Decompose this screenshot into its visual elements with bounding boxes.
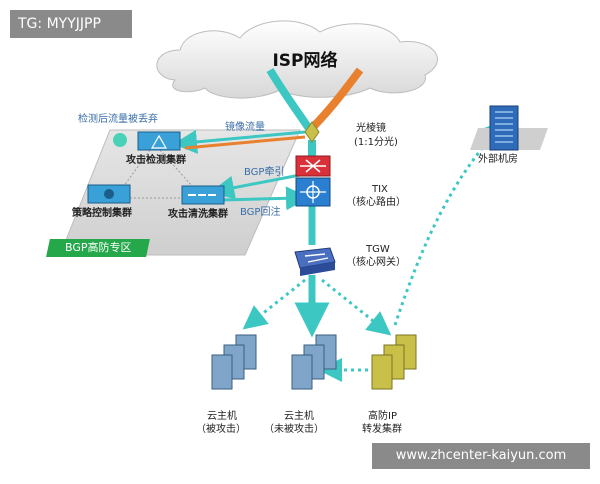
splitter-ratio-label: (1:1分光) xyxy=(354,137,398,148)
host-attacked-label: 云主机 xyxy=(207,411,237,422)
clean-cluster-device xyxy=(181,185,225,205)
bgp-return-arrow xyxy=(221,186,310,211)
mirror-flow-orange xyxy=(184,135,306,150)
ip-forward-label: 高防IP xyxy=(368,411,397,422)
bgp-pull-arrow xyxy=(210,173,301,200)
router-icon xyxy=(295,155,331,207)
clean-cluster-label: 攻击清洗集群 xyxy=(168,209,228,220)
tgw-desc-label: （核心网关） xyxy=(346,257,406,268)
external-label: 外部机房 xyxy=(478,154,518,165)
host-attacked-desc: （被攻击） xyxy=(196,424,246,435)
tix-label: TIX xyxy=(372,184,388,195)
switch-icon xyxy=(294,247,336,276)
policy-cluster-device xyxy=(87,184,131,204)
bgp-zone-label: BGP高防专区 xyxy=(64,241,132,254)
mirror-flow-teal xyxy=(173,129,306,154)
attack-flow-orange xyxy=(309,67,364,131)
server-icon-normal xyxy=(291,334,337,390)
host-normal-label: 云主机 xyxy=(284,411,314,422)
server-icon-attacked xyxy=(211,334,257,390)
host-normal-desc: （未被攻击） xyxy=(264,424,324,435)
building-icon xyxy=(470,105,548,151)
splitter-label: 光棱镜 xyxy=(356,123,386,134)
server-icon-forward xyxy=(371,334,417,390)
watermark-tag: TG: MYYJJPP xyxy=(10,10,132,38)
cloud-icon xyxy=(156,20,438,99)
bgp-pull-label: BGP牵引 xyxy=(244,167,285,178)
policy-cluster-label: 策略控制集群 xyxy=(72,208,132,219)
bgp-zone-tag: BGP高防专区 xyxy=(46,239,150,257)
detect-cluster-device xyxy=(113,131,181,151)
detect-cluster-label: 攻击检测集群 xyxy=(126,155,186,166)
bgp-return-label: BGP回注 xyxy=(240,207,281,218)
ip-forward-desc: 转发集群 xyxy=(362,424,402,435)
isp-network-label: ISP网络 xyxy=(272,51,338,71)
prism-icon xyxy=(304,121,320,143)
tgw-label: TGW xyxy=(366,244,390,255)
tix-desc-label: （核心路由） xyxy=(346,197,406,208)
watermark-url: www.zhcenter-kaiyun.com xyxy=(372,443,590,469)
discard-label: 检测后流量被丢弃 xyxy=(78,114,158,125)
main-flow-teal xyxy=(266,67,314,133)
dotted-to-ip-forward xyxy=(321,278,392,336)
mirror-label: 镜像流量 xyxy=(225,122,265,133)
dotted-to-host-attacked xyxy=(242,278,306,330)
